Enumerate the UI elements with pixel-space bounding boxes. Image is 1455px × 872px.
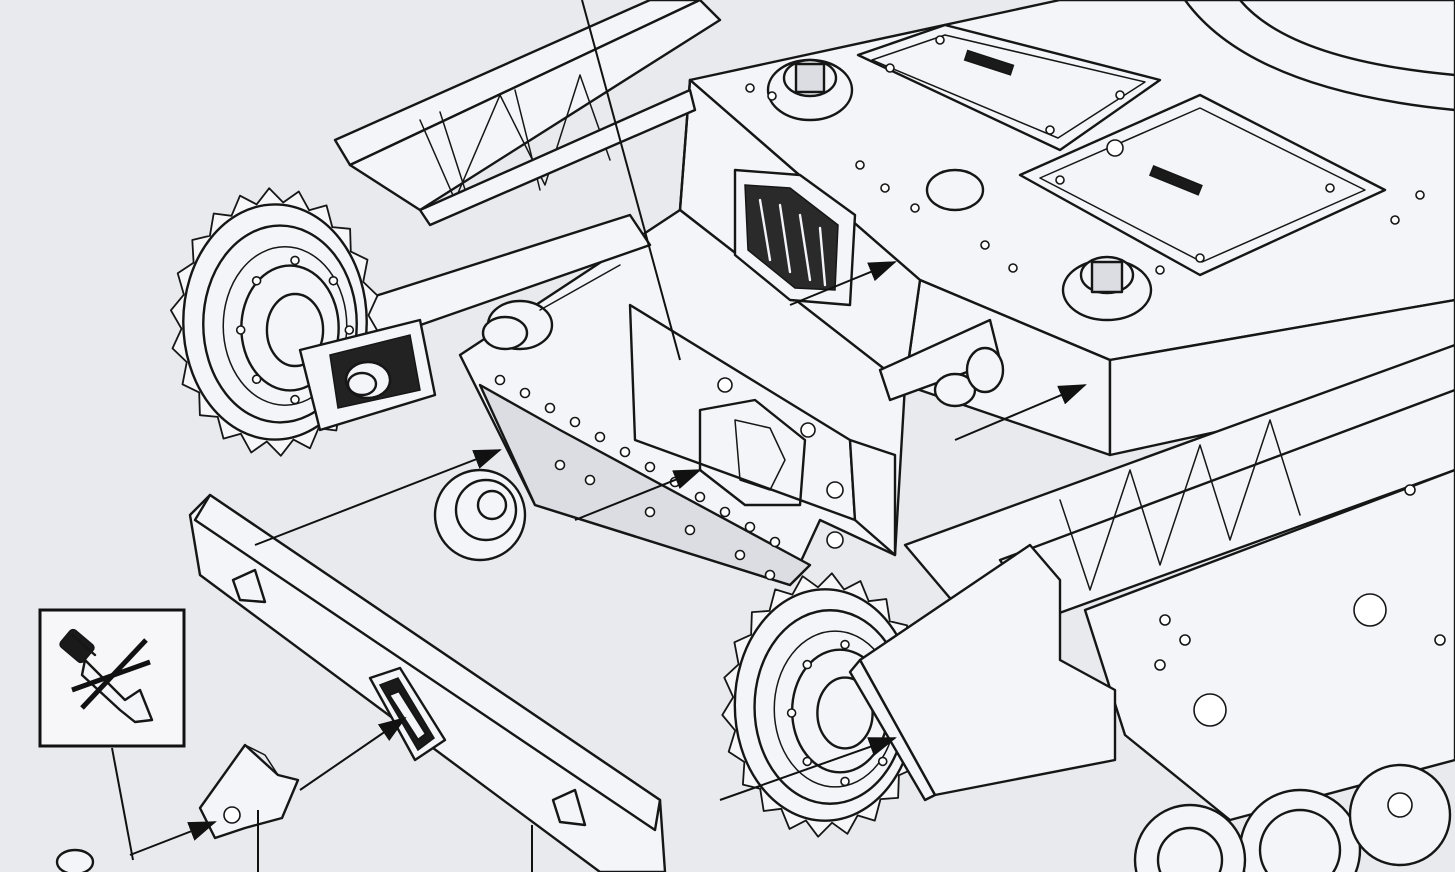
sprocket-bolt: [786, 708, 797, 718]
right-drive-sprocket: [721, 572, 929, 838]
small-bolt-part: [55, 848, 95, 872]
assembly-arrow: [299, 716, 407, 791]
fender-rivets: [1154, 484, 1446, 727]
idler-wheel-rear: [433, 468, 527, 562]
sprocket-bolt: [840, 776, 850, 787]
sprocket-bolt: [251, 374, 262, 385]
assembly-arrow: [254, 449, 502, 546]
deck-rivets: [745, 83, 1425, 275]
sprocket-bolt: [328, 275, 339, 286]
exhaust-cap-left: [766, 58, 854, 122]
assembly-arrows: [129, 261, 1087, 856]
track-guard-fender: [848, 543, 1117, 802]
sprocket-bolt: [802, 756, 813, 767]
sprocket-bolt: [290, 255, 300, 266]
sprocket-bolt: [235, 325, 246, 335]
sprocket-bolt: [290, 394, 300, 405]
right-track-guard: [903, 343, 1455, 822]
engine-deck-hatch-right: [1018, 93, 1387, 277]
assembly-arrow: [129, 821, 217, 856]
glue-prohibited-icon: [38, 608, 186, 748]
sprocket-bolt: [802, 659, 813, 670]
assembly-arrow: [789, 261, 897, 306]
dome-vent: [925, 168, 985, 212]
callout-lines: [111, 0, 681, 872]
road-wheels: [1133, 763, 1452, 872]
engine-deck-hatch-left: [856, 23, 1162, 152]
left-track-guard: [333, 0, 722, 227]
rear-bumper-plate: [188, 493, 667, 872]
left-final-drive-cover: [298, 318, 437, 432]
exhaust-cap-right: [1061, 255, 1153, 322]
final-drive-axle: [298, 213, 1005, 408]
sprocket-ring: [816, 676, 874, 750]
towing-bracket: [198, 743, 300, 840]
rear-grille: [733, 168, 857, 307]
sprocket-bolt: [251, 275, 262, 286]
sprocket-bolt: [840, 639, 850, 650]
assembly-arrow: [954, 384, 1087, 441]
sprocket-bolt: [344, 325, 355, 335]
sprocket-bolt: [877, 756, 888, 767]
assembly-arrow: [719, 737, 897, 801]
assembly-arrow: [574, 469, 702, 521]
